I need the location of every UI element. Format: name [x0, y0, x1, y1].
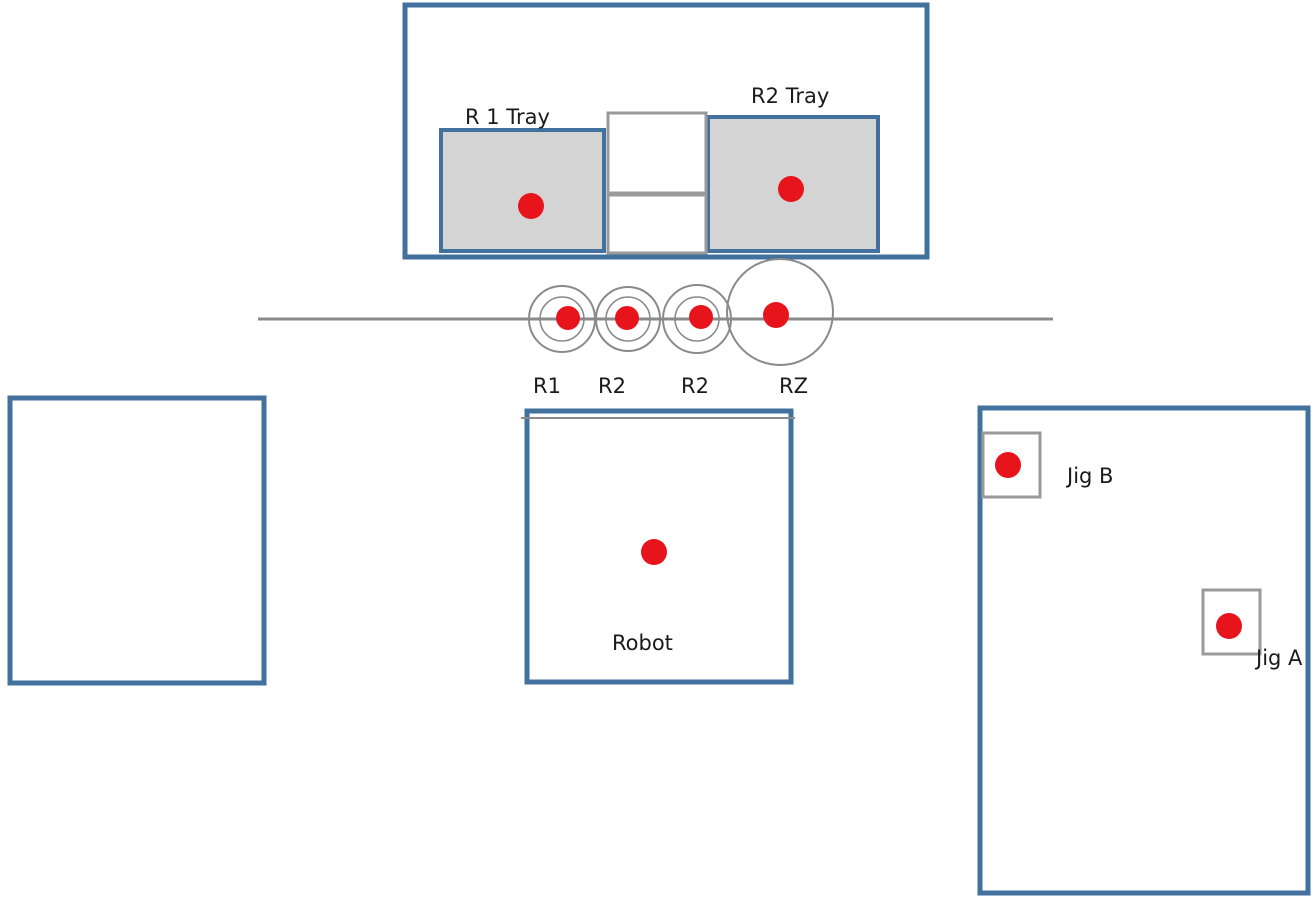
roller-r2b [662, 284, 732, 354]
roller-r1-label: R1 [533, 374, 561, 398]
r2-tray-marker [778, 176, 804, 202]
tray-station-frame [402, 2, 930, 260]
r1-tray [439, 128, 606, 253]
roller-r2a [595, 286, 661, 352]
roller-r2b-label: R2 [681, 374, 709, 398]
roller-rz-label: RZ [779, 374, 808, 398]
roller-r2b-marker [689, 305, 713, 329]
tray-slot-upper [606, 111, 708, 195]
robot-station [524, 408, 794, 685]
roller-r2a-marker [615, 306, 639, 330]
roller-r2a-inner [605, 296, 651, 342]
jig-a-marker [1216, 613, 1242, 639]
roller-r2b-inner [674, 296, 720, 342]
roller-r2a-label: R2 [598, 374, 626, 398]
jig-b-label: Jig B [1065, 464, 1113, 488]
jig-station [977, 405, 1311, 896]
tray-slot-lower [606, 193, 708, 255]
left-station [7, 395, 267, 686]
r2-tray-label: R2 Tray [751, 84, 829, 108]
roller-rz-marker [763, 302, 789, 328]
robot-label: Robot [612, 631, 673, 655]
roller-r1-inner [539, 296, 585, 342]
robot-marker [641, 539, 667, 565]
roller-rz [726, 258, 834, 366]
r2-tray [706, 115, 880, 253]
jig-a-label: Jig A [1254, 646, 1303, 670]
roller-r1-marker [556, 306, 580, 330]
r1-tray-label: R 1 Tray [465, 105, 550, 129]
jig-b-marker [995, 452, 1021, 478]
r1-tray-marker [518, 193, 544, 219]
